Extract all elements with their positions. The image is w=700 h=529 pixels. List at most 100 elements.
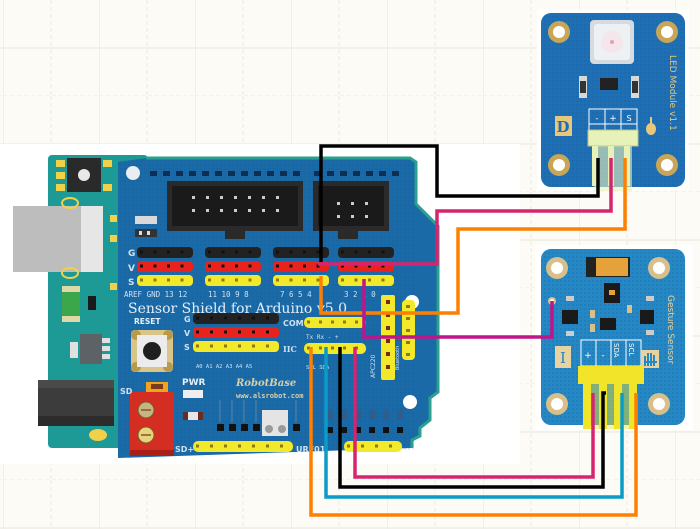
header-pin[interactable]: [343, 320, 346, 324]
header-pin[interactable]: [140, 264, 143, 268]
header-pin[interactable]: [252, 344, 255, 348]
header-pin[interactable]: [354, 250, 358, 254]
header-pin[interactable]: [224, 316, 227, 320]
header-pin[interactable]: [235, 278, 238, 282]
header-pin[interactable]: [289, 250, 293, 254]
gesture-connector[interactable]: [578, 366, 644, 429]
header-pin[interactable]: [153, 264, 157, 268]
header-pin[interactable]: [153, 250, 157, 254]
header-pin[interactable]: [252, 330, 255, 334]
header-pin[interactable]: [331, 346, 334, 350]
header-pin[interactable]: [307, 346, 310, 350]
header-pin[interactable]: [341, 250, 344, 254]
header-pin[interactable]: [167, 264, 170, 268]
header-pin[interactable]: [316, 250, 320, 254]
header-pin[interactable]: [238, 330, 241, 334]
header-pin[interactable]: [289, 278, 293, 282]
header-pin[interactable]: [180, 250, 184, 254]
header-pin[interactable]: [224, 344, 227, 348]
header-pin[interactable]: [221, 264, 225, 268]
header-pin[interactable]: [331, 320, 334, 324]
header-pin[interactable]: [307, 320, 310, 324]
header-pin[interactable]: [196, 330, 199, 334]
header-pin[interactable]: [248, 250, 252, 254]
header-pin[interactable]: [210, 316, 213, 320]
header-pin[interactable]: [341, 264, 344, 268]
header-pin[interactable]: [140, 250, 143, 254]
screw-terminal[interactable]: [130, 382, 174, 456]
header-pin[interactable]: [224, 444, 227, 448]
header-pin[interactable]: [248, 278, 252, 282]
header-pin[interactable]: [389, 444, 392, 448]
header-pin[interactable]: [140, 278, 143, 282]
header-pin[interactable]: [354, 278, 358, 282]
header-pin[interactable]: [381, 264, 385, 268]
apc220-header[interactable]: [381, 295, 395, 380]
header-pin[interactable]: [375, 444, 378, 448]
header-pin[interactable]: [238, 344, 241, 348]
header-pin[interactable]: [235, 264, 238, 268]
header-pin[interactable]: [303, 264, 306, 268]
header-pin[interactable]: [167, 250, 170, 254]
sensor-shield[interactable]: G V S AREF GND 13 12 11 10 9 8 7 6 5 4 3…: [118, 156, 440, 458]
header-pin[interactable]: [381, 250, 385, 254]
header-pin[interactable]: [153, 278, 157, 282]
header-pin[interactable]: [210, 330, 213, 334]
com-header[interactable]: [304, 317, 366, 328]
header-pin[interactable]: [355, 320, 358, 324]
header-pin[interactable]: [355, 346, 358, 350]
header-pin[interactable]: [196, 444, 199, 448]
header-pin[interactable]: [235, 250, 238, 254]
bluetooth-header[interactable]: [402, 300, 415, 360]
iic-header[interactable]: [304, 343, 366, 354]
header-pin[interactable]: [289, 264, 293, 268]
header-pin[interactable]: [248, 264, 252, 268]
led-module[interactable]: - + S D LED Module v1.1: [537, 10, 689, 191]
header-pin[interactable]: [354, 264, 358, 268]
header-pin[interactable]: [341, 278, 344, 282]
header-pin[interactable]: [266, 330, 269, 334]
header-pin[interactable]: [221, 278, 225, 282]
header-pin[interactable]: [368, 250, 371, 254]
header-pin[interactable]: [343, 346, 346, 350]
header-pin[interactable]: [210, 444, 213, 448]
header-pin[interactable]: [221, 250, 225, 254]
header-pin[interactable]: [252, 316, 255, 320]
header-pin[interactable]: [266, 444, 269, 448]
header-pin[interactable]: [196, 344, 199, 348]
header-pin[interactable]: [303, 250, 306, 254]
header-pin[interactable]: [208, 250, 211, 254]
header-pin[interactable]: [319, 320, 322, 324]
header-pin[interactable]: [208, 278, 211, 282]
sd-header[interactable]: [193, 441, 293, 452]
header-pin[interactable]: [252, 444, 255, 448]
header-pin[interactable]: [266, 344, 269, 348]
header-pin[interactable]: [316, 264, 320, 268]
header-pin[interactable]: [280, 444, 283, 448]
analog-gvs-header[interactable]: [193, 313, 279, 352]
header-pin[interactable]: [316, 278, 320, 282]
header-pin[interactable]: [276, 264, 279, 268]
header-pin[interactable]: [276, 250, 279, 254]
header-pin[interactable]: [238, 444, 241, 448]
header-pin[interactable]: [180, 278, 184, 282]
header-pin[interactable]: [368, 264, 371, 268]
header-pin[interactable]: [319, 346, 322, 350]
header-pin[interactable]: [208, 264, 211, 268]
header-pin[interactable]: [238, 316, 241, 320]
header-pin[interactable]: [381, 278, 385, 282]
header-pin[interactable]: [196, 316, 199, 320]
header-pin[interactable]: [167, 278, 170, 282]
led-connector[interactable]: [587, 129, 639, 191]
gesture-sensor[interactable]: + - SDA SCL I Gesture Sensor: [535, 245, 693, 430]
header-pin[interactable]: [210, 344, 213, 348]
urf01-header[interactable]: [344, 441, 402, 452]
header-pin[interactable]: [368, 278, 371, 282]
header-pin[interactable]: [347, 444, 350, 448]
header-pin[interactable]: [266, 316, 269, 320]
header-pin[interactable]: [224, 330, 227, 334]
header-pin[interactable]: [180, 264, 184, 268]
header-pin[interactable]: [276, 278, 279, 282]
header-pin[interactable]: [303, 278, 306, 282]
shield-reset-button[interactable]: [131, 330, 173, 372]
